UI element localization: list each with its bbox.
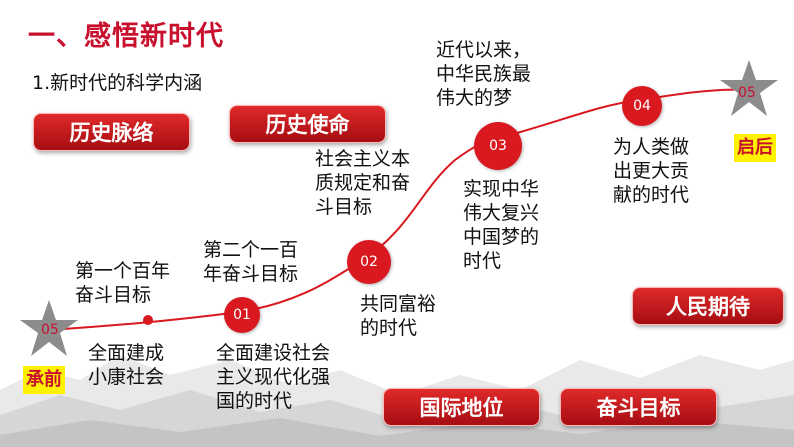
section-subtitle: 1.新时代的科学内涵 [32,68,202,95]
label-contribution-to-mankind: 为人类做出更大贡献的时代 [613,135,689,207]
label-modern-socialist-country: 全面建设社会主义现代化强国的时代 [216,341,330,413]
page-title: 一、感悟新时代 [28,14,224,53]
pill-peoples-expectation[interactable]: 人民期待 [632,287,784,325]
start-star-label: 05 [41,322,59,338]
timeline-dot [143,315,153,325]
end-tag: 启后 [734,134,776,162]
label-common-prosperity: 共同富裕的时代 [360,292,436,340]
label-socialism-essence: 社会主义本质规定和奋斗目标 [315,147,410,219]
label-moderately-prosperous: 全面建成小康社会 [88,341,164,389]
timeline-node-04[interactable]: 04 [622,86,662,126]
timeline-node-02[interactable]: 02 [347,240,391,284]
end-star-label: 05 [738,85,756,101]
label-greatest-dream: 近代以来，中华民族最伟大的梦 [436,38,531,110]
label-chinese-dream: 实现中华伟大复兴中国梦的时代 [463,177,539,273]
timeline-node-03[interactable]: 03 [474,122,522,170]
label-first-centennial-goal: 第一个百年奋斗目标 [75,259,170,307]
pill-international-status[interactable]: 国际地位 [383,388,540,426]
pill-struggle-goal[interactable]: 奋斗目标 [560,388,717,426]
timeline-node-01[interactable]: 01 [224,297,260,333]
pill-historical-mission[interactable]: 历史使命 [229,105,386,143]
start-tag: 承前 [23,366,65,394]
label-second-centennial-goal: 第二个一百年奋斗目标 [203,238,298,286]
pill-history-context[interactable]: 历史脉络 [33,113,190,151]
